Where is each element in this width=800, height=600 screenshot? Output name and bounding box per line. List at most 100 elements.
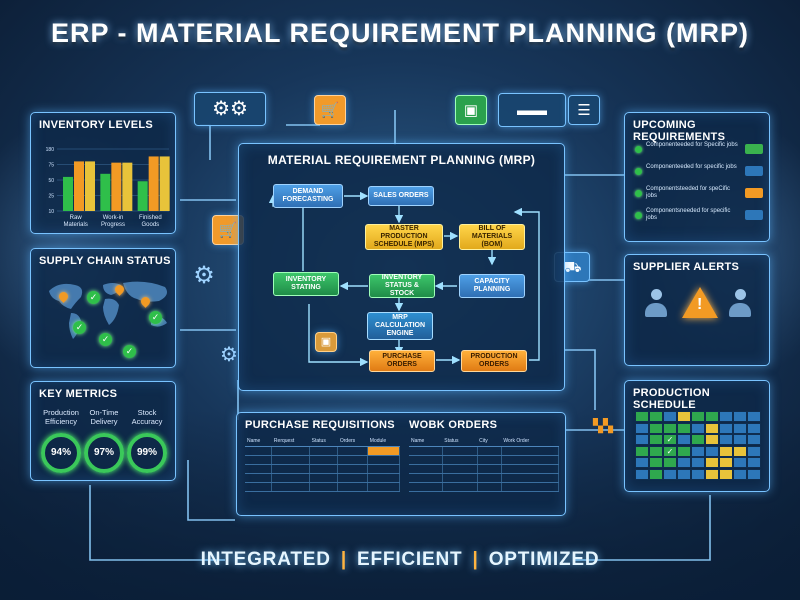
list-item: Componentsteeded for speCific jobs bbox=[635, 185, 763, 203]
schedule-cell bbox=[719, 468, 733, 480]
inventory-bar-chart: 18075502510RawMaterialsWork-inProgressFi… bbox=[46, 147, 170, 228]
bar bbox=[111, 162, 122, 211]
supplier-alerts-panel: SUPPLIER ALERTS ! bbox=[624, 254, 770, 366]
y-tick-label: 50 bbox=[48, 178, 54, 184]
table-row[interactable] bbox=[409, 446, 560, 456]
conveyor-tile-small: ▚▚ bbox=[588, 412, 618, 438]
clipboard-tile: ☰ bbox=[568, 95, 600, 125]
conveyor-tile: ▬▬ bbox=[498, 93, 566, 127]
schedule-cell bbox=[663, 468, 677, 480]
table-row[interactable] bbox=[409, 455, 560, 465]
schedule-cell bbox=[635, 422, 649, 434]
table-row[interactable] bbox=[409, 473, 560, 483]
schedule-cell bbox=[663, 422, 677, 434]
schedule-cell bbox=[719, 457, 733, 468]
schedule-cell bbox=[635, 411, 649, 422]
table-row[interactable] bbox=[245, 464, 400, 474]
work-orders-title: WOBK ORDERS bbox=[409, 419, 498, 431]
schedule-cell bbox=[677, 434, 691, 445]
category-label: Progress bbox=[101, 222, 125, 228]
schedule-cell bbox=[691, 468, 705, 480]
schedule-cell bbox=[747, 457, 761, 468]
table-header: Name bbox=[245, 437, 272, 447]
supplier-alerts-title: SUPPLIER ALERTS bbox=[633, 261, 740, 273]
table-header: Status bbox=[442, 437, 478, 447]
check-icon bbox=[635, 168, 642, 175]
key-metrics-title: KEY METRICS bbox=[39, 388, 118, 400]
gears-icon: ⚙ bbox=[193, 262, 215, 289]
category-label: Finished bbox=[139, 215, 162, 221]
tagline-optimized: OPTIMIZED bbox=[488, 549, 600, 570]
schedule-cell bbox=[733, 468, 747, 480]
table-header: Orders bbox=[337, 437, 368, 447]
y-tick-label: 75 bbox=[48, 163, 54, 169]
schedule-cell bbox=[677, 411, 691, 422]
schedule-cell bbox=[649, 468, 663, 480]
metric-on-time-delivery: On-Time Delivery 97% bbox=[80, 408, 128, 473]
schedule-cell bbox=[649, 445, 663, 457]
schedule-cell bbox=[719, 445, 733, 457]
list-item: Componenteeded for specific jobs bbox=[635, 163, 763, 181]
metric-stock-accuracy: Stock Accuracy 99% bbox=[123, 408, 171, 473]
table-header: Status bbox=[309, 437, 338, 447]
truck-icon bbox=[745, 166, 763, 176]
schedule-cell bbox=[649, 457, 663, 468]
truck-icon: ⛟ bbox=[562, 258, 582, 276]
category-label: Goods bbox=[141, 222, 159, 228]
category-label: Materials bbox=[63, 222, 87, 228]
shopping-cart-icon: 🛒 bbox=[320, 101, 340, 119]
metric-production-efficiency: Production Efficiency 94% bbox=[37, 408, 85, 473]
table-header: Work Order bbox=[501, 437, 559, 447]
requirement-text: Componentsneeded for specific jobs bbox=[646, 208, 731, 221]
schedule-cell bbox=[663, 411, 677, 422]
gears-tile: ⚙⚙ bbox=[194, 92, 266, 126]
schedule-cell: ✓ bbox=[663, 434, 677, 445]
schedule-grid: ✓✓ bbox=[635, 411, 761, 481]
production-schedule-panel: PRODUCTION SCHEDULE ✓✓ bbox=[624, 380, 770, 492]
purchase-orders-box: PURCHASE ORDERS bbox=[369, 350, 435, 372]
schedule-cell bbox=[705, 457, 719, 468]
gears-tile-left: ⚙ bbox=[186, 258, 222, 294]
requirement-text: Componenteeded for Specific jobs bbox=[646, 142, 738, 148]
table-row[interactable] bbox=[409, 482, 560, 492]
list-item: Componenteeded for Specific jobs bbox=[635, 141, 763, 159]
capacity-planning-box: CAPACITY PLANNING bbox=[459, 274, 525, 298]
tagline: INTEGRATED | EFFICIENT | OPTIMIZED bbox=[0, 549, 800, 571]
schedule-cell bbox=[635, 434, 649, 445]
demand-forecasting-box: DEMAND FORECASTING bbox=[273, 184, 343, 208]
conveyor-icon: ▚▚ bbox=[593, 417, 613, 433]
package-icon-inline: ▣ bbox=[315, 332, 337, 352]
clipboard-icon: ☰ bbox=[577, 101, 591, 119]
metric-label: Production Efficiency bbox=[43, 408, 79, 426]
schedule-cell bbox=[705, 434, 719, 445]
table-row[interactable] bbox=[245, 446, 400, 456]
table-row[interactable] bbox=[245, 473, 400, 483]
tagline-efficient: EFFICIENT bbox=[357, 549, 463, 570]
production-orders-box: PRODUCTION ORDERS bbox=[461, 350, 527, 372]
table-row[interactable] bbox=[409, 464, 560, 474]
warning-icon: ! bbox=[682, 287, 718, 318]
package-icon: ▣ bbox=[463, 101, 479, 119]
requirement-text: Componentsteeded for speCific jobs bbox=[646, 186, 731, 199]
schedule-cell bbox=[705, 445, 719, 457]
schedule-cell bbox=[747, 422, 761, 434]
check-icon: ✓ bbox=[73, 321, 86, 334]
world-map-icon bbox=[49, 281, 167, 339]
table-header: City bbox=[477, 437, 502, 447]
schedule-cell bbox=[677, 422, 691, 434]
schedule-cell bbox=[733, 445, 747, 457]
table-header: Rerquest bbox=[271, 437, 310, 447]
inventory-levels-title: INVENTORY LEVELS bbox=[39, 119, 154, 131]
supply-chain-title: SUPPLY CHAIN STATUS bbox=[39, 255, 171, 267]
check-icon bbox=[635, 190, 642, 197]
bar bbox=[74, 161, 84, 211]
gears-icon: ⚙⚙ bbox=[212, 98, 248, 120]
table-row[interactable] bbox=[245, 482, 400, 492]
table-row[interactable] bbox=[245, 455, 400, 465]
package-icon: ▣ bbox=[320, 335, 332, 348]
upcoming-requirements-panel: UPCOMING REQUIREMENTS Componenteeded for… bbox=[624, 112, 770, 242]
schedule-cell bbox=[733, 434, 747, 445]
y-tick-label: 10 bbox=[48, 209, 54, 215]
